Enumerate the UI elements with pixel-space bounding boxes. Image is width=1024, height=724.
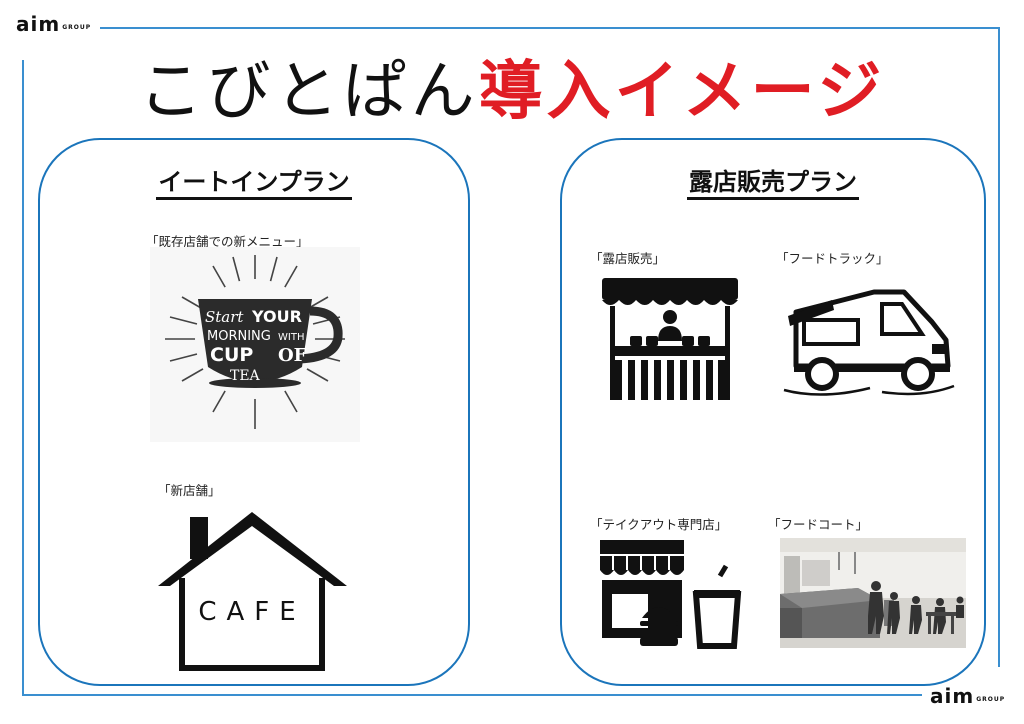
coffee-cup-image: Start YOUR MORNING WITH CUP OF TEA [150,247,360,442]
frame-top-line [100,27,1000,29]
page-title-part1: こびとぱん [138,55,479,129]
coffee-text-your: YOUR [251,307,302,326]
panel-title: イートインプラン [40,162,468,200]
coffee-text-start: Start [205,308,244,326]
cafe-text: CAFE [198,597,305,627]
street-stall-image [602,278,738,400]
coffee-text-cup: CUP [210,344,253,366]
coffee-text-tea: TEA [230,368,261,384]
caption-street-stall: 「露店販売」 [590,251,666,266]
caption-existing-store: 「既存店舗での新メニュー」 [146,234,309,249]
caption-food-court: 「フードコート」 [768,517,869,532]
caption-new-store: 「新店舗」 [158,483,221,498]
panel-title: 露店販売プラン [562,162,984,200]
takeout-shop-image [600,540,742,649]
coffee-text-morning: MORNING [207,329,271,344]
cafe-house-image: CAFE [158,512,347,671]
frame-left-line [22,60,24,695]
page-title-part2: 導入イメージ [478,55,886,129]
coffee-text-with: WITH [278,332,304,343]
coffee-text-of: OF [278,345,307,366]
food-court-image [780,538,966,648]
logo-subtext: GROUP [976,696,1006,703]
panel-title-text: 露店販売プラン [687,168,859,200]
panel-title-text: イートインプラン [156,168,352,200]
logo-text: aim [930,684,975,708]
frame-bottom-line [22,694,922,696]
logo-text: aim [16,12,61,36]
food-truck-image [783,289,955,396]
logo-subtext: GROUP [62,24,92,31]
caption-takeout-shop: 「テイクアウト専門店」 [590,517,728,532]
frame-right-line [998,27,1000,667]
caption-food-truck: 「フードトラック」 [776,251,889,266]
page-title: こびとぱん導入イメージ [0,40,1024,132]
